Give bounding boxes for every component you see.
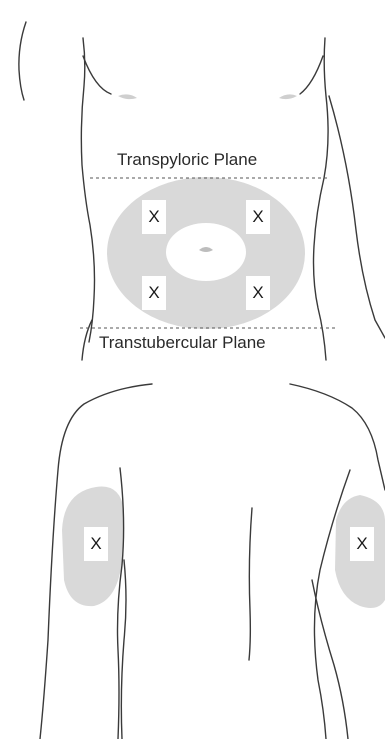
back-right-arm-inner-outline <box>312 580 348 739</box>
right-nipple-icon <box>279 94 297 99</box>
left-arm-site-marker: X <box>84 527 108 561</box>
front-right-arm-outline <box>329 96 385 338</box>
back-shoulder-right-outline <box>290 384 385 490</box>
front-left-chest-outline <box>83 56 111 94</box>
right-arm-site-marker: X <box>350 527 374 561</box>
front-right-torso-outline <box>314 38 329 360</box>
front-left-torso-outline <box>81 38 94 342</box>
transpyloric-plane-label: Transpyloric Plane <box>115 150 259 170</box>
back-spine-outline <box>249 508 252 660</box>
abdomen-lower-left-site-marker: X <box>142 276 166 310</box>
back-left-armpit-outline <box>121 560 126 739</box>
left-nipple-icon <box>118 94 137 99</box>
transtubercular-plane-label: Transtubercular Plane <box>97 333 268 353</box>
abdomen-upper-right-site-marker: X <box>246 200 270 234</box>
front-right-chest-outline <box>300 56 323 94</box>
front-left-hip-outline <box>82 320 92 360</box>
abdomen-upper-left-site-marker: X <box>142 200 166 234</box>
abdomen-lower-right-site-marker: X <box>246 276 270 310</box>
front-left-arm-outline <box>19 22 26 100</box>
